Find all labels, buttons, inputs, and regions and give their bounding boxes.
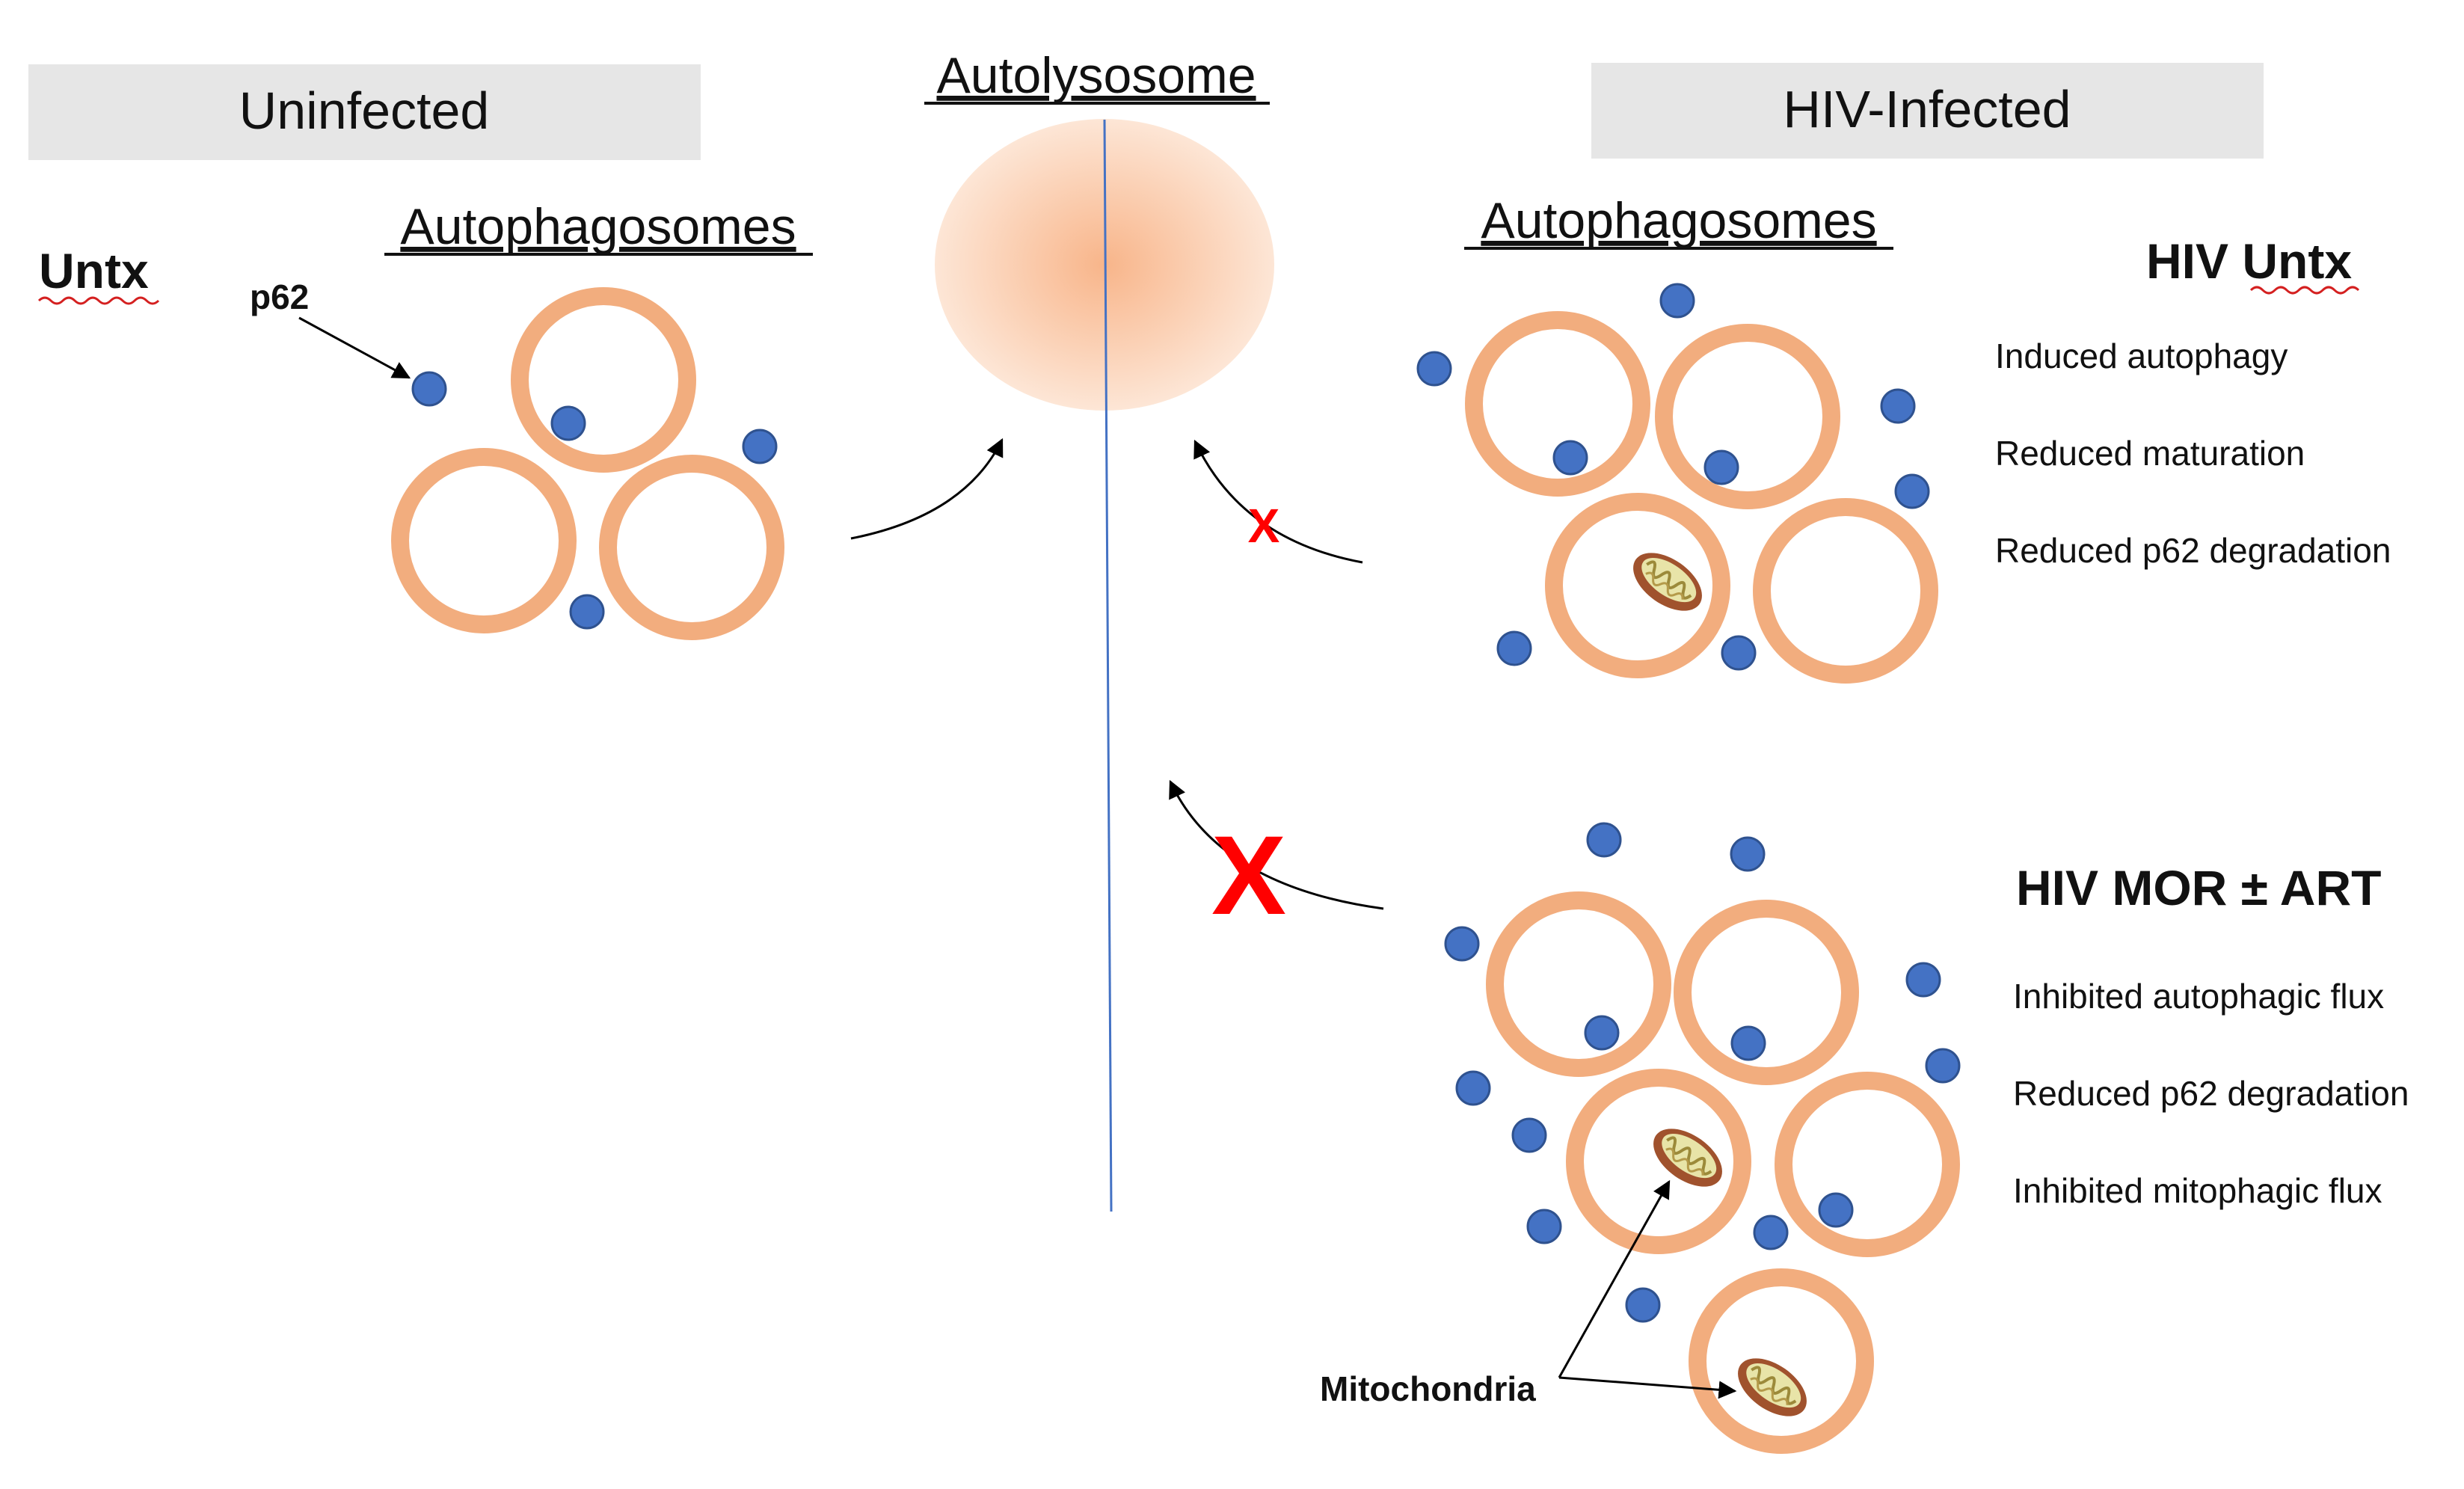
hiv-mor-art-feature: Inhibited autophagic flux (2013, 977, 2384, 1016)
mitochondria-label: Mitochondria (1320, 1369, 1536, 1408)
hiv-untx-spellcheck-squiggle (2249, 286, 2360, 295)
p62-dot (1511, 1117, 1547, 1153)
uninfected-flux-arrow (850, 438, 1004, 540)
p62-pointer-arrow (298, 316, 411, 379)
hiv-mor-art-block-mark: X (1211, 812, 1286, 938)
autophagosome (391, 448, 577, 633)
p62-label: p62 (250, 277, 309, 316)
p62-dot (1586, 822, 1622, 858)
uninfected-autophagosomes-title: Autophagosomes (400, 198, 796, 255)
p62-dot (1818, 1192, 1854, 1228)
infected-autophagosomes-title: Autophagosomes (1481, 192, 1876, 249)
hiv-mor-art-vesicles (1486, 891, 1960, 1454)
uninfected-vesicles (391, 287, 784, 640)
hiv-untx-p62 (1416, 283, 1930, 671)
p62-dot (1905, 962, 1941, 998)
untx-label: Untx (39, 243, 149, 298)
p62-dot (1552, 440, 1588, 476)
p62-dot (1416, 351, 1452, 387)
p62-dot (1880, 388, 1916, 424)
autophagosome (1775, 1072, 1960, 1257)
p62-dot (1703, 449, 1739, 485)
hiv-untx-label: HIV Untx (2146, 233, 2352, 289)
p62-dot (1625, 1287, 1661, 1323)
autophagosome (1486, 891, 1671, 1077)
center-divider (1103, 119, 1113, 1212)
hiv-mor-art-feature: Inhibited mitophagic flux (2013, 1171, 2382, 1210)
mitochondrion (1726, 1345, 1819, 1430)
autophagosome (1465, 311, 1650, 497)
mitochondrion (1621, 539, 1714, 624)
p62-dot (1659, 283, 1695, 319)
infected-header-box (1591, 63, 2264, 159)
hiv-untx-block-mark: X (1248, 499, 1280, 553)
p62-dot (1444, 926, 1480, 962)
hiv-untx-feature: Reduced maturation (1995, 434, 2305, 473)
autophagosome (1689, 1268, 1874, 1454)
p62-dot (1496, 630, 1532, 666)
p62-dot (1730, 1025, 1766, 1061)
autophagosome (1753, 498, 1938, 684)
hiv-untx-feature: Reduced p62 degradation (1995, 531, 2391, 570)
autophagosome (1674, 900, 1859, 1085)
p62-dot (411, 371, 447, 407)
p62-dot (1526, 1209, 1562, 1244)
p62-dot (1455, 1070, 1491, 1106)
hiv-mor-art-p62 (1444, 822, 1961, 1323)
hiv-untx-feature: Induced autophagy (1995, 337, 2288, 375)
infected-header: HIV-Infected (1783, 80, 2071, 138)
p62-dot (1753, 1215, 1789, 1250)
autophagosome (511, 287, 696, 473)
autolysosome-title: Autolysosome (936, 47, 1256, 104)
hiv-mor-art-flux-arrow (1169, 779, 1384, 910)
p62-dot (1721, 635, 1757, 671)
p62-dot (1730, 836, 1766, 872)
hiv-mor-art-feature: Reduced p62 degradation (2013, 1074, 2409, 1113)
autophagosome (1545, 493, 1730, 678)
mitochondrion (1641, 1115, 1734, 1200)
hiv-untx-flux-arrow (1193, 439, 1363, 564)
hiv-mor-art-label: HIV MOR ± ART (2016, 860, 2381, 915)
uninfected-header-box (28, 64, 701, 160)
uninfected-p62 (411, 371, 778, 630)
p62-dot (1584, 1015, 1620, 1051)
p62-dot (1894, 473, 1930, 509)
p62-dot (550, 405, 586, 441)
p62-dot (569, 594, 605, 630)
autophagosome (1655, 324, 1840, 509)
untx-spellcheck-squiggle (37, 296, 160, 305)
uninfected-header: Uninfected (239, 82, 490, 140)
mitochondria-pointer-arrow (1558, 1376, 1737, 1399)
mitochondria-pointer-arrow (1558, 1179, 1671, 1378)
p62-dot (1925, 1048, 1961, 1084)
p62-dot (742, 429, 778, 464)
autophagosome (599, 455, 784, 640)
autophagosome (1566, 1069, 1751, 1254)
hiv-untx-vesicles (1465, 311, 1938, 684)
